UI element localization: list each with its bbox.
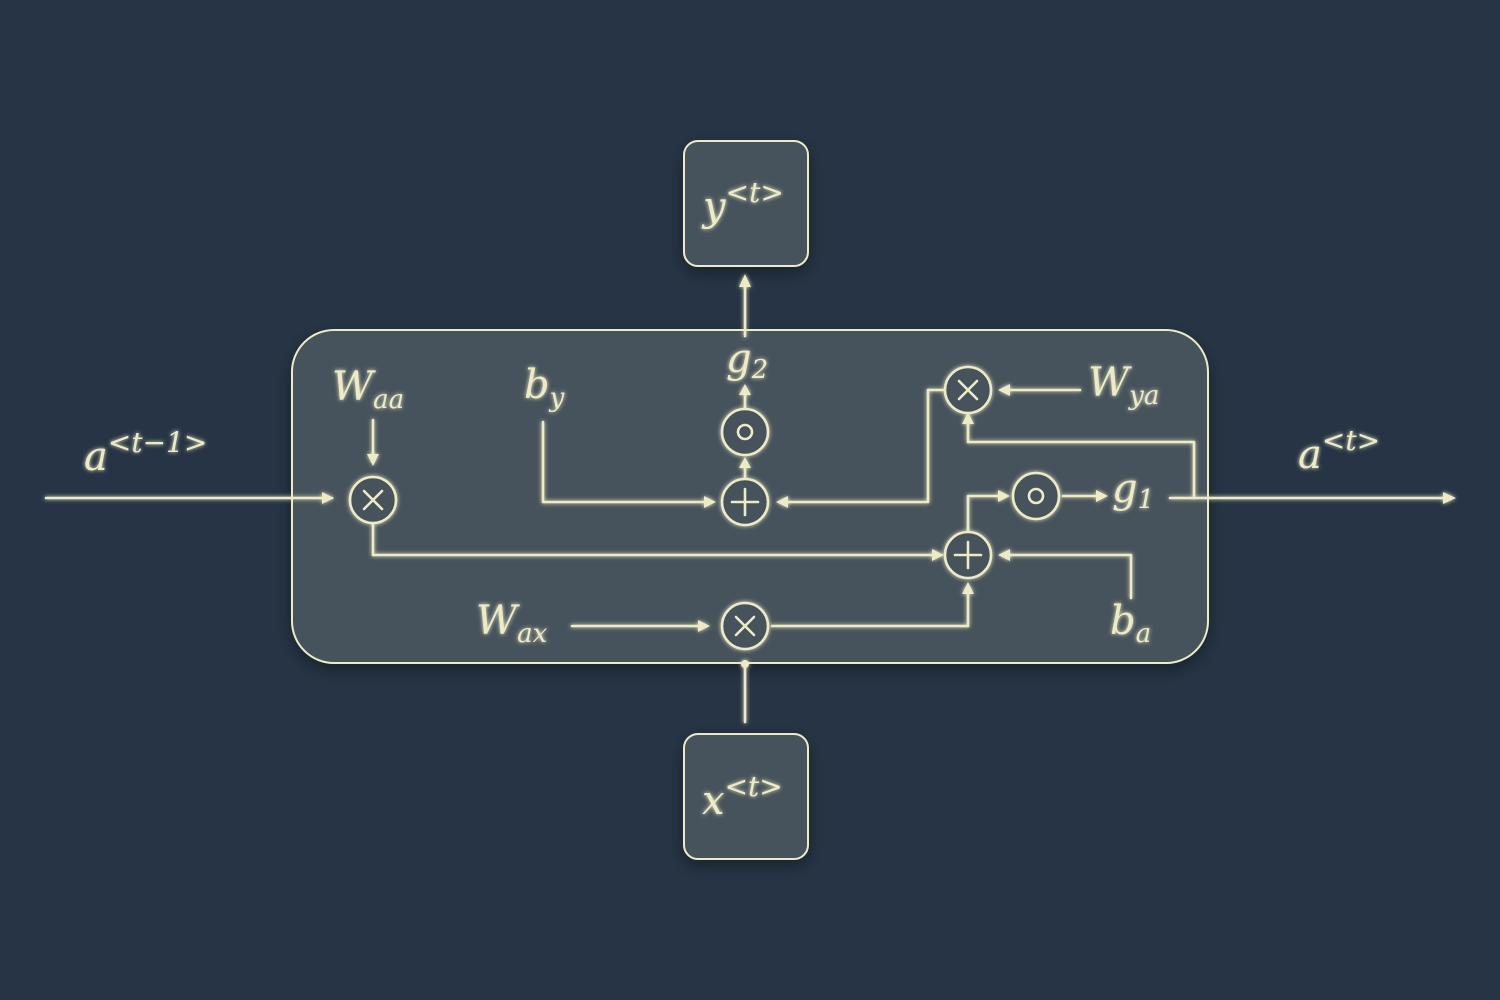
arrowhead-add2-act2 (739, 457, 751, 468)
label-x-input: x<t> (702, 770, 783, 824)
arrowhead-wya (998, 384, 1010, 396)
a-next-feedback-line (966, 418, 1196, 500)
label-b-a: ba (1110, 598, 1151, 649)
arrowhead-mul1-add3 (932, 549, 944, 561)
add3-to-act1-line (966, 494, 1004, 535)
label-g-2: g2 (726, 336, 768, 385)
label-g-1: g1 (1112, 466, 1154, 515)
ba-line (1004, 553, 1133, 600)
input-box (683, 733, 809, 860)
by-line (541, 420, 710, 504)
arrowhead-mul2-add3 (962, 582, 974, 594)
label-w-ax: Wax (476, 598, 548, 649)
arrowhead-ba (998, 549, 1010, 561)
arrowhead-feedback (962, 412, 974, 424)
arrowhead-a-next (1443, 492, 1456, 504)
mul2-to-add3-line (770, 588, 970, 628)
activation-node-g2 (720, 407, 770, 457)
arrowhead-wax (698, 620, 710, 632)
arrowhead-waa (367, 454, 379, 466)
label-b-y: by (524, 362, 565, 413)
multiply-node-aa (348, 475, 398, 525)
arrowhead-act1 (998, 490, 1010, 502)
arrowhead-a-prev (322, 492, 334, 504)
output-box (683, 140, 809, 267)
arrowhead-act2-g2 (739, 384, 751, 395)
label-y-output: y<t> (701, 176, 784, 230)
arrowhead-mul3-add2 (776, 496, 788, 508)
mul3-to-add2-line (784, 388, 948, 504)
multiply-node-ya (943, 365, 993, 415)
label-w-aa: Waa (332, 364, 404, 415)
label-w-ya: Wya (1088, 360, 1159, 411)
arrowhead-y (739, 274, 751, 287)
arrowhead-g1 (1096, 490, 1108, 502)
multiply-node-ax (720, 601, 770, 651)
add-node-output (720, 477, 770, 527)
activation-node-g1 (1011, 471, 1061, 521)
label-a-next: a<t> (1298, 424, 1380, 478)
x-input-junction (741, 660, 749, 668)
add-node-hidden (943, 530, 993, 580)
arrowhead-by (704, 496, 716, 508)
label-a-prev: a<t−1> (84, 426, 207, 480)
mul1-to-add3-line (371, 520, 940, 557)
